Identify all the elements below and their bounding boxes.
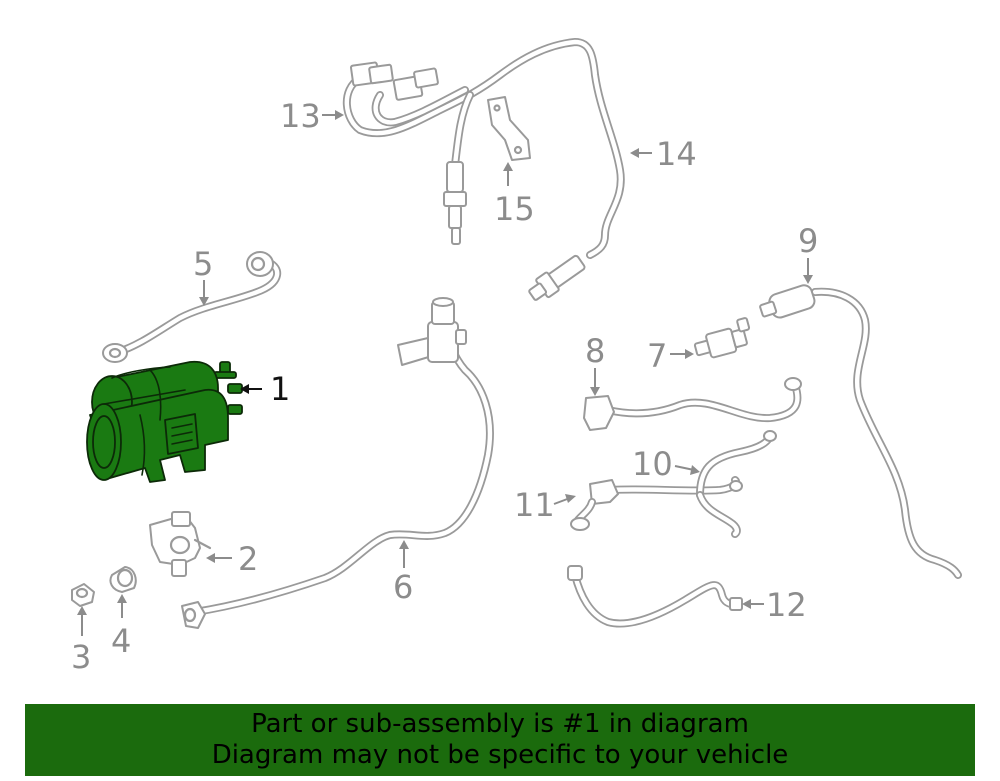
callout-label-8: 8 bbox=[585, 332, 605, 370]
callout-label-11: 11 bbox=[514, 486, 555, 524]
callout-5[interactable]: 5 bbox=[193, 245, 213, 306]
callout-label-9: 9 bbox=[798, 222, 818, 260]
part-10-vapor-tube[interactable] bbox=[608, 430, 777, 538]
callout-label-2: 2 bbox=[238, 540, 258, 578]
callout-label-15: 15 bbox=[494, 190, 535, 228]
callout-label-3: 3 bbox=[71, 638, 91, 676]
callout-label-14: 14 bbox=[656, 135, 697, 173]
info-banner: Part or sub-assembly is #1 in diagram Di… bbox=[25, 704, 975, 776]
part-15-bracket[interactable] bbox=[487, 96, 531, 161]
callout-label-6: 6 bbox=[393, 568, 413, 606]
callout-9[interactable]: 9 bbox=[798, 222, 818, 284]
part-9-fuel-vapor-line[interactable] bbox=[758, 283, 962, 579]
callout-6[interactable]: 6 bbox=[393, 540, 413, 606]
part-5-vent-hose[interactable] bbox=[102, 251, 281, 363]
part-7-quick-connector[interactable] bbox=[691, 317, 754, 362]
banner-line-disclaimer: Diagram may not be specific to your vehi… bbox=[211, 740, 789, 770]
callout-label-7: 7 bbox=[647, 337, 667, 375]
callout-1[interactable]: 1 bbox=[240, 370, 290, 408]
part-sensor-right[interactable] bbox=[526, 252, 588, 304]
callout-8[interactable]: 8 bbox=[585, 332, 605, 396]
callout-14[interactable]: 14 bbox=[630, 135, 697, 173]
part-13-wiring-harness[interactable] bbox=[342, 38, 625, 259]
callout-label-13: 13 bbox=[280, 97, 321, 135]
part-1-evap-canister[interactable] bbox=[86, 360, 243, 483]
part-4-bushing[interactable] bbox=[109, 566, 137, 593]
callout-label-4: 4 bbox=[111, 622, 131, 660]
callout-15[interactable]: 15 bbox=[494, 162, 535, 228]
callout-3[interactable]: 3 bbox=[71, 606, 91, 676]
callout-12[interactable]: 12 bbox=[742, 586, 807, 624]
callout-10[interactable]: 10 bbox=[632, 445, 700, 483]
callout-13[interactable]: 13 bbox=[280, 97, 344, 135]
banner-line-part: Part or sub-assembly is #1 in diagram bbox=[251, 709, 749, 739]
callout-11[interactable]: 11 bbox=[514, 486, 576, 524]
callout-label-5: 5 bbox=[193, 245, 213, 283]
part-3-grommet[interactable] bbox=[71, 583, 95, 607]
part-sensor-left[interactable] bbox=[443, 161, 467, 245]
callout-4[interactable]: 4 bbox=[111, 594, 131, 660]
part-11-connector-assembly[interactable] bbox=[570, 479, 619, 531]
callout-7[interactable]: 7 bbox=[647, 337, 694, 375]
callout-2[interactable]: 2 bbox=[206, 540, 258, 578]
part-2-purge-valve[interactable] bbox=[149, 511, 212, 577]
part-6-purge-hose[interactable] bbox=[181, 297, 494, 629]
part-8-vapor-hose[interactable] bbox=[583, 377, 802, 431]
callout-label-10: 10 bbox=[632, 445, 673, 483]
callout-label-1: 1 bbox=[270, 370, 290, 408]
callout-label-12: 12 bbox=[766, 586, 807, 624]
part-12-return-tube[interactable] bbox=[567, 565, 743, 628]
parts-diagram: 1 2 3 4 5 6 7 8 9 10 bbox=[71, 38, 962, 676]
